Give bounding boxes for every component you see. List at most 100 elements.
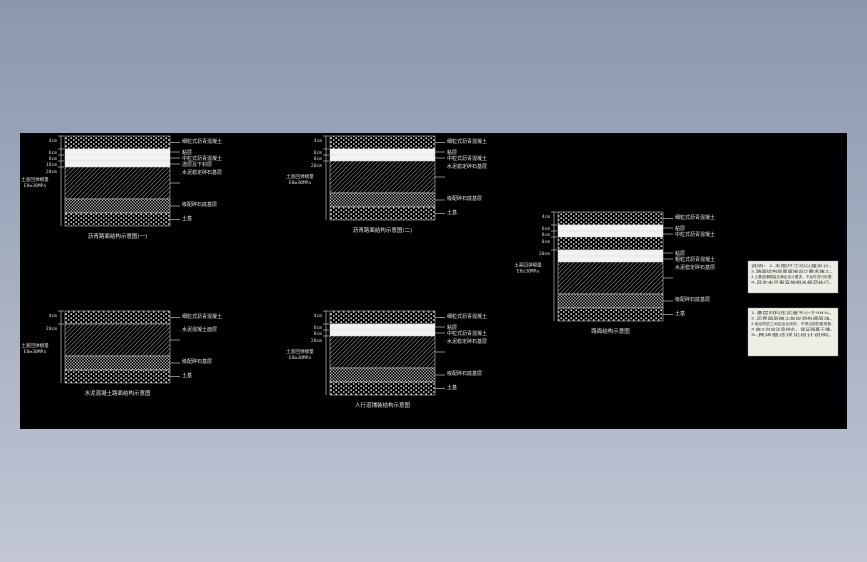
layer-white (329, 148, 436, 156)
layer-label: 土基 (675, 310, 685, 317)
layer-cross (64, 355, 171, 371)
layer-white (329, 323, 436, 331)
dimension-label: 20cm (46, 326, 57, 332)
layer-dots (329, 310, 436, 325)
layer-label: 透层及下封层 (182, 161, 212, 168)
layer-cross (329, 367, 436, 383)
layer-dots (64, 135, 171, 150)
layer-hatch (64, 166, 171, 200)
cad-canvas: 细粒式沥青混凝土粘层中粒式沥青混凝土透层及下封层水泥稳定碎石基层级配碎石底基层土… (20, 133, 847, 429)
layer-label: 中粒式沥青混凝土 (182, 155, 222, 162)
dimension-label: 20cm (311, 338, 322, 344)
dimension-label: 6cm (314, 325, 323, 331)
layer-white (64, 160, 171, 168)
pavement-drawing: 细粒式沥青混凝土粘层中粒式沥青混凝土透层及下封层水泥稳定碎石基层级配碎石底基层土… (21, 135, 839, 409)
layer-dots (329, 381, 436, 396)
layer-label: 粘层 (447, 149, 457, 156)
layer-white (557, 224, 664, 232)
dimension-label: 6cm (542, 226, 551, 232)
layer-label: 粘层 (447, 324, 457, 331)
layer-label: 土基 (182, 372, 192, 379)
layer-label: 土基 (182, 215, 192, 222)
section-caption: 人行道铺装结构示意图 (355, 401, 411, 409)
dimension-label: 20cm (46, 169, 57, 175)
note-line: 4.施工时应注意排水，保证路基干燥。 (751, 327, 835, 332)
layer-hatch (329, 160, 436, 194)
subgrade-note: E0≥30MPa (289, 180, 311, 186)
layer-label: 细粒式沥青混凝土 (675, 214, 715, 221)
dimension-label: 20cm (539, 251, 550, 257)
notes-panel (747, 260, 839, 294)
layer-label: 粘层 (675, 250, 685, 257)
layer-white (329, 329, 436, 337)
dimension-label: 8cm (542, 239, 551, 245)
layer-dots (557, 236, 664, 251)
layer-label: 级配碎石底基层 (182, 201, 217, 208)
dimension-label: 4cm (49, 313, 58, 319)
layer-dots (64, 310, 171, 325)
layer-white (557, 230, 664, 238)
layer-dots (329, 206, 436, 221)
subgrade-note: E0≥30MPa (289, 355, 311, 361)
layer-dots (557, 307, 664, 322)
layer-label: 级配碎石基层 (182, 358, 212, 365)
section-caption: 沥青路面结构示意图(二) (353, 226, 412, 234)
dimension-label: 4cm (314, 138, 323, 144)
layer-label: 水泥混凝土面层 (182, 326, 217, 333)
layer-label: 中粒式沥青混凝土 (447, 155, 487, 162)
layer-hatch (64, 323, 171, 357)
notes-panel (747, 307, 839, 357)
layer-label: 级配碎石底基层 (675, 296, 710, 303)
layer-label: 土基 (447, 209, 457, 216)
dimension-label: 8cm (314, 156, 323, 162)
note-line: 4.其余未尽事宜按相关规范执行。 (751, 280, 835, 285)
layer-dots (329, 135, 436, 150)
layer-label: 中粒式沥青混凝土 (447, 330, 487, 337)
layer-label: 粗粒式沥青混凝土 (675, 256, 715, 263)
subgrade-note: 土基回弹模量 (21, 342, 49, 349)
layer-label: 细粒式沥青混凝土 (447, 138, 487, 145)
layer-label: 水泥稳定碎石基层 (675, 264, 715, 271)
layer-label: 水泥稳定碎石基层 (447, 338, 487, 345)
subgrade-note: 土基回弹模量 (286, 173, 314, 180)
note-line: 2.沥青面层施工前应洒布透层油。 (751, 316, 835, 321)
dimension-label: 18cm (46, 162, 57, 168)
dimension-label: 4cm (542, 214, 551, 220)
dimension-label: 6cm (49, 150, 58, 156)
layer-cross (329, 192, 436, 208)
dimension-label: 6cm (314, 150, 323, 156)
layer-white (64, 148, 171, 156)
layer-white (557, 249, 664, 257)
dimension-label: 8cm (49, 156, 58, 162)
layer-dots (64, 369, 171, 384)
subgrade-note: E0≥30MPa (24, 183, 46, 189)
subgrade-note: 土基回弹模量 (286, 348, 314, 355)
layer-label: 细粒式沥青混凝土 (182, 313, 222, 320)
layer-label: 粘层 (675, 225, 685, 232)
layer-label: 水泥稳定碎石基层 (182, 169, 222, 176)
note-line: 3.土基回弹模量应满足设计要求，不足时进行处理。 (751, 274, 835, 279)
note-line: 2.路面结构层厚度按设计要求施工。 (751, 269, 835, 274)
subgrade-note: E0≥30MPa (24, 349, 46, 355)
dimension-label: 4cm (314, 313, 323, 319)
layer-label: 级配碎石底基层 (447, 195, 482, 202)
layer-hatch (557, 261, 664, 295)
note-line: 1.基层材料压实度不小于98%。 (751, 310, 835, 315)
layer-label: 粘层 (182, 149, 192, 156)
layer-hatch (329, 335, 436, 369)
layer-label: 土基 (447, 384, 457, 391)
dimension-label: 8cm (542, 232, 551, 238)
layer-label: 中粒式沥青混凝土 (675, 231, 715, 238)
layer-dots (557, 211, 664, 226)
section-caption: 水泥混凝土路面结构示意图 (84, 389, 151, 397)
subgrade-note: E0≥30MPa (517, 269, 539, 275)
dimension-label: 8cm (314, 331, 323, 337)
layer-white (557, 255, 664, 263)
layer-white (64, 154, 171, 162)
layer-cross (64, 198, 171, 214)
subgrade-note: 土基回弹模量 (514, 262, 542, 269)
layer-cross (557, 293, 664, 309)
dimension-label: 4cm (49, 138, 58, 144)
dimension-label: 20cm (311, 163, 322, 169)
layer-label: 级配碎石底基层 (447, 370, 482, 377)
